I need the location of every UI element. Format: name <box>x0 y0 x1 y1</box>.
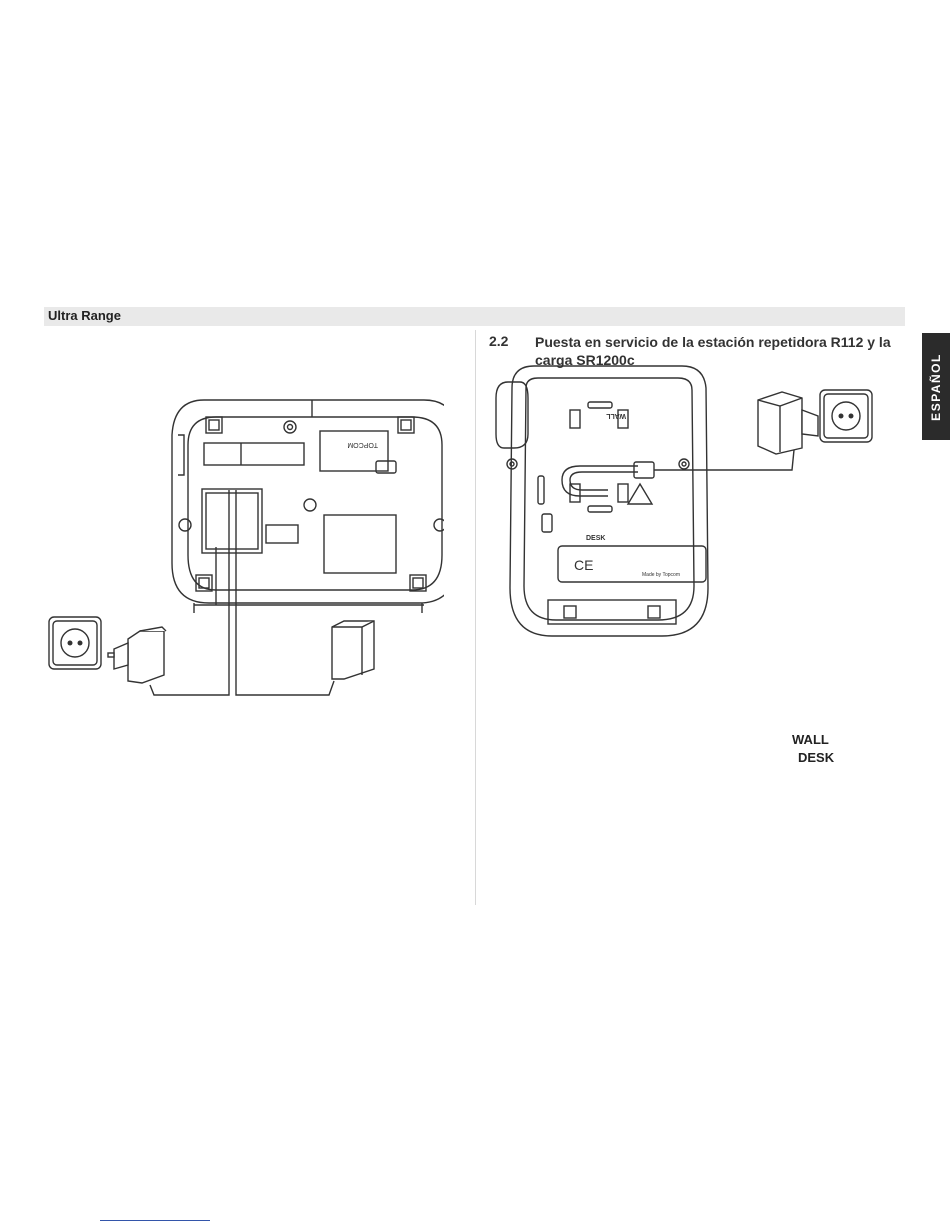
column-divider <box>475 330 476 905</box>
svg-text:WALL: WALL <box>605 412 626 419</box>
section-number: 2.2 <box>489 333 508 349</box>
footer-link-underline <box>100 1220 210 1221</box>
desk-label: DESK <box>798 750 834 765</box>
svg-text:DESK: DESK <box>586 535 605 542</box>
repeater-illustration: WALL DESK CE Made by Topcom <box>492 358 950 653</box>
header-title: Ultra Range <box>48 308 121 323</box>
header-bar: Ultra Range <box>44 307 905 326</box>
svg-text:CE: CE <box>574 557 593 573</box>
wall-label: WALL <box>792 732 829 747</box>
made-by-label: Made by Topcom <box>642 572 680 578</box>
base-station-illustration: TOPCOM <box>44 395 444 715</box>
brand-label: TOPCOM <box>347 441 378 448</box>
